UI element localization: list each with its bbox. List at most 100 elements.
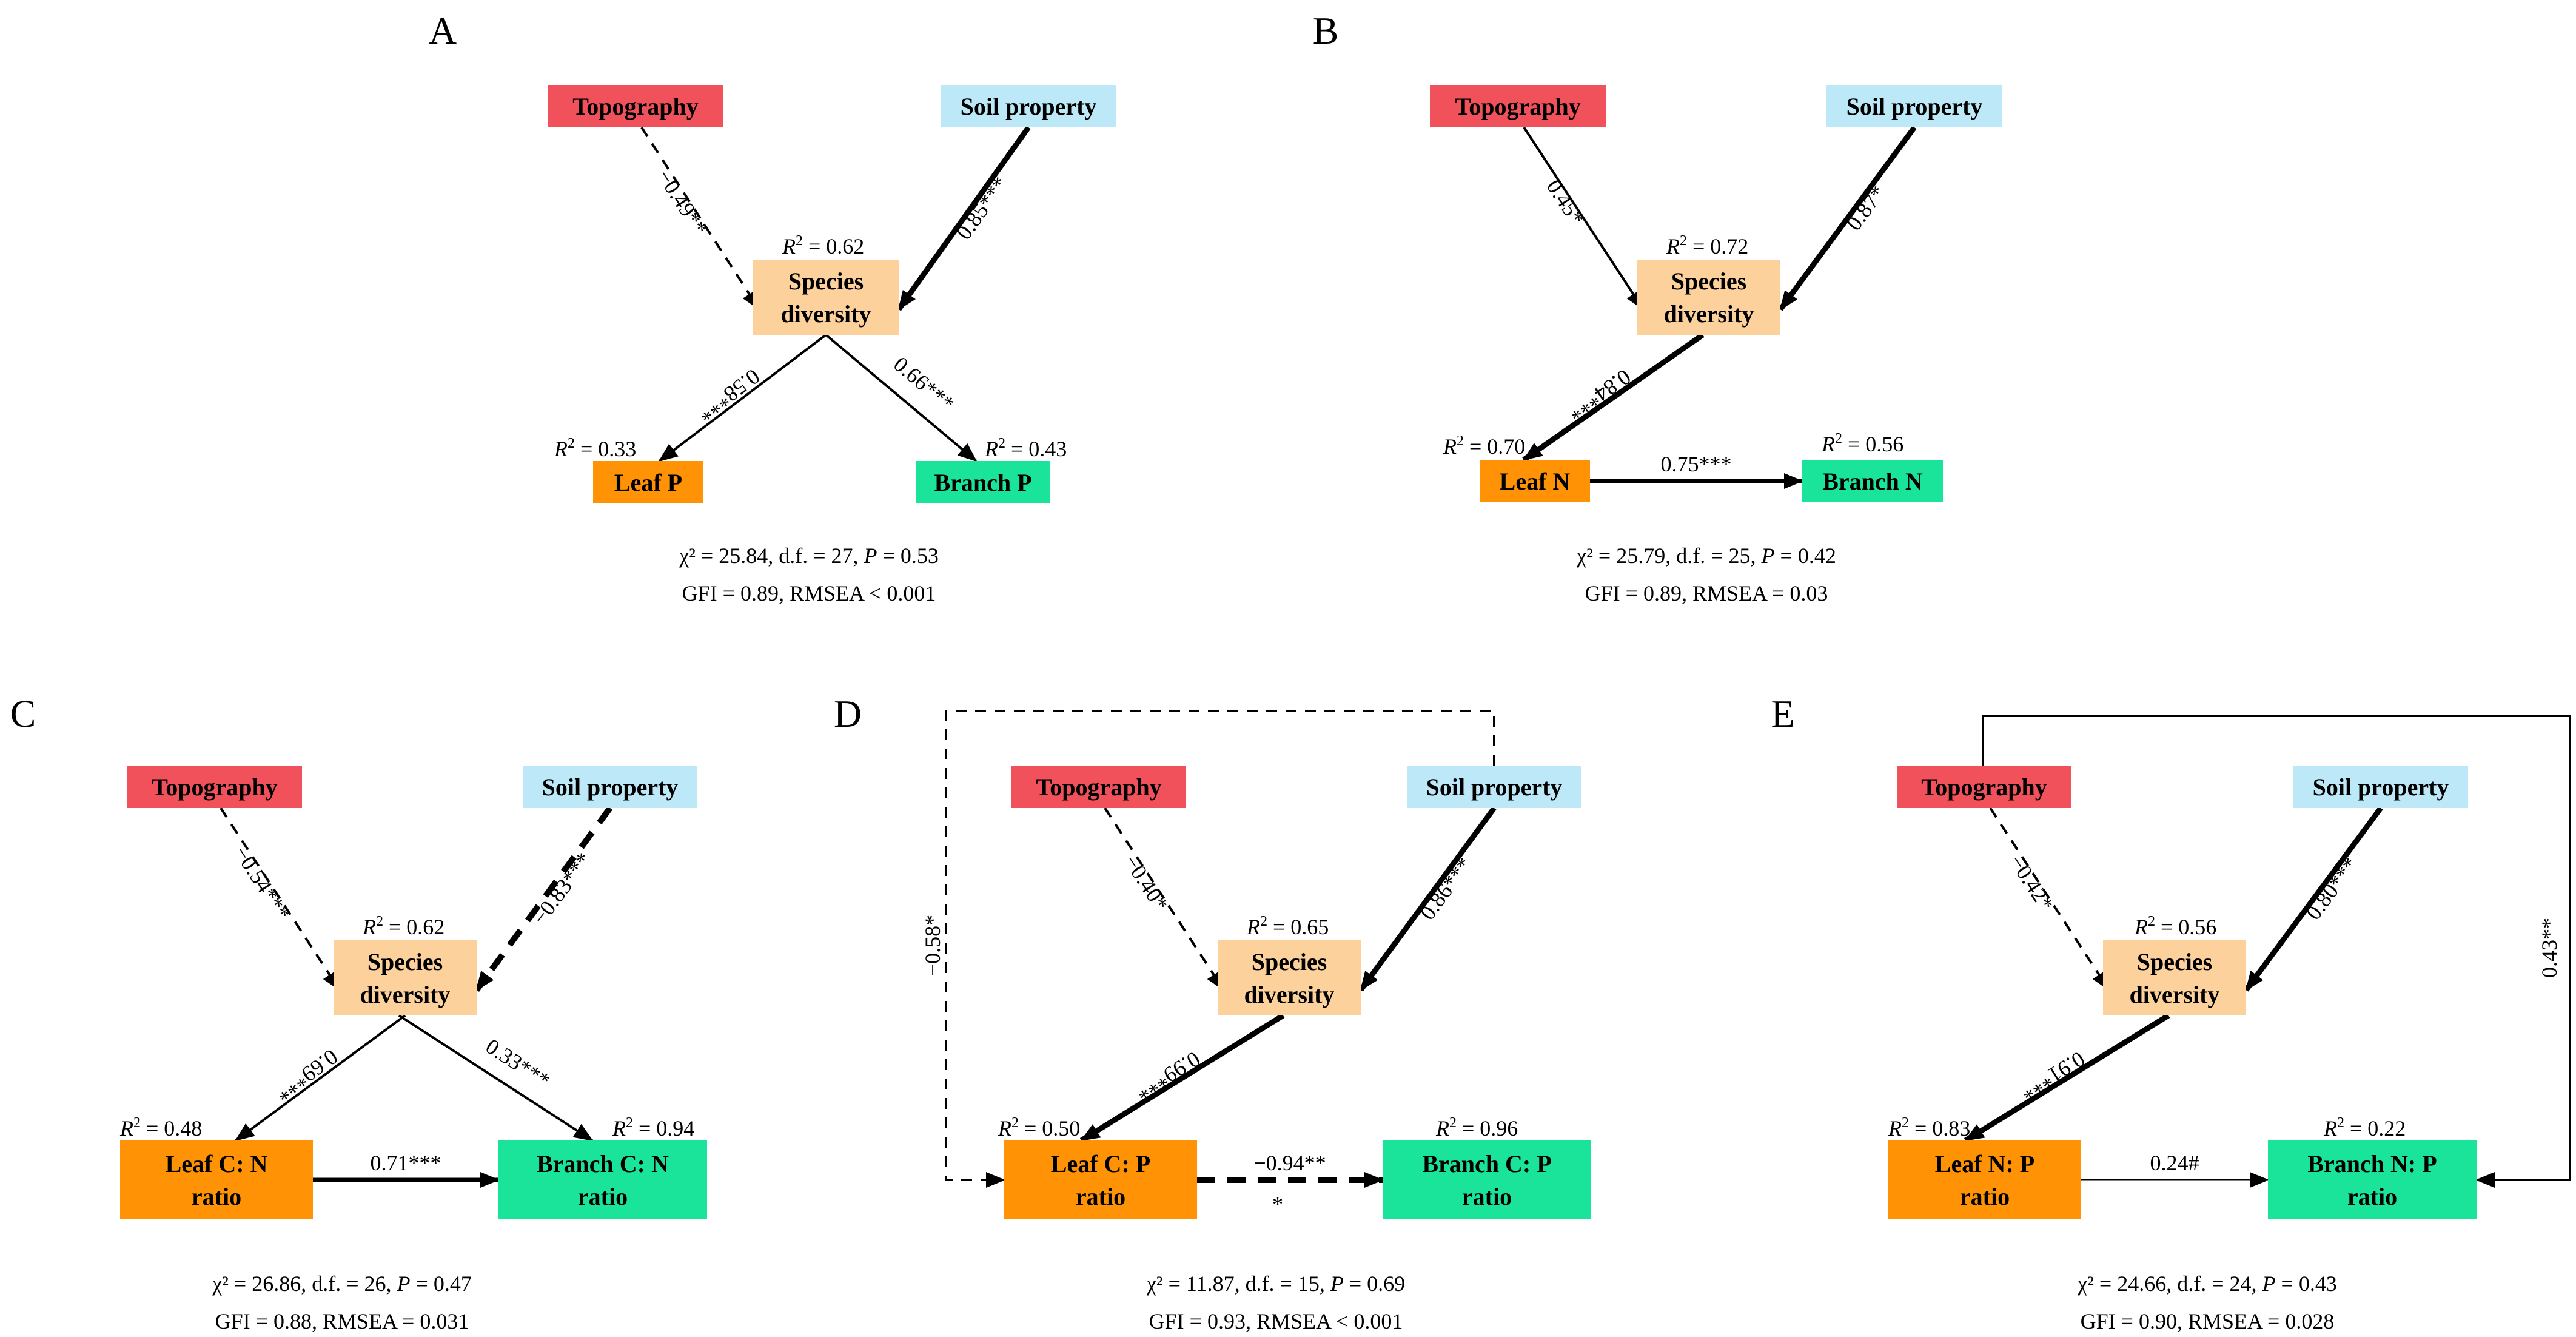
r2-species-diversity: R2 = 0.56 [2134, 914, 2216, 939]
path-soil-species [2244, 806, 2383, 992]
model-fit-gfi: GFI = 0.89, RMSEA < 0.001 [682, 581, 936, 605]
path-topography-species [1989, 807, 2110, 991]
r2-leaf: R2 = 0.83 [1888, 1115, 1970, 1140]
coef-species-leaf: 0.84*** [1563, 365, 1635, 425]
topography-box [548, 85, 723, 127]
path-species-leaf [1522, 332, 1705, 462]
model-fit-chi: χ² = 11.87, d.f. = 15, P = 0.69 [1146, 1271, 1405, 1296]
soil-property-label: Soil property [1426, 773, 1563, 801]
species-diversity-label: Species [1252, 948, 1327, 975]
species-diversity-label: diversity [2130, 981, 2220, 1008]
model-fit-gfi: GFI = 0.93, RMSEA < 0.001 [1149, 1309, 1403, 1333]
species-diversity-label: Species [1671, 268, 1746, 295]
leaf-trait-label: ratio [1076, 1183, 1125, 1210]
species-diversity-label: diversity [360, 981, 451, 1008]
species-diversity-label: Species [788, 268, 864, 295]
species-diversity-box [753, 260, 899, 335]
coef-soil-species: 0.87* [1842, 181, 1890, 235]
soil-property-box [2293, 766, 2468, 808]
path-soil-leaf [945, 710, 1495, 1188]
coef-leaf-branch: 0.71*** [371, 1151, 441, 1175]
species-diversity-label: Species [2137, 948, 2212, 975]
species-diversity-box [334, 940, 477, 1015]
path-topography-species [640, 126, 760, 311]
topography-box [127, 766, 302, 808]
model-fit-chi: χ² = 25.79, d.f. = 25, P = 0.42 [1576, 544, 1836, 568]
path-species-leaf [1079, 1013, 1285, 1143]
branch-trait-label: Branch C: P [1422, 1150, 1551, 1177]
path-soil-species [474, 806, 613, 992]
coef-leaf-branch: 0.24# [2150, 1151, 2199, 1175]
leaf-trait-label: Leaf P [614, 469, 682, 496]
path-species-leaf [235, 1014, 406, 1142]
coef-species-branch: 0.66*** [889, 352, 959, 416]
coef-soil-species: 0.86*** [1415, 853, 1477, 924]
topography-box [1430, 85, 1606, 127]
branch-trait-label: Branch C: N [537, 1150, 669, 1177]
topography-label: Topography [1036, 773, 1162, 801]
topography-label: Topography [152, 773, 278, 801]
r2-species-diversity: R2 = 0.72 [1666, 233, 1748, 258]
coef-topography-species: 0.45* [1542, 175, 1589, 230]
species-diversity-label: diversity [1664, 300, 1754, 328]
branch-trait-label: ratio [1462, 1183, 1512, 1210]
r2-branch: R2 = 0.96 [1435, 1115, 1518, 1140]
model-fit-chi: χ² = 26.86, d.f. = 26, P = 0.47 [212, 1271, 472, 1296]
path-soil-species [1358, 806, 1497, 992]
leaf-trait-label: Leaf C: P [1051, 1150, 1150, 1177]
branch-trait-box [498, 1140, 707, 1219]
branch-trait-box [1802, 460, 1943, 502]
model-fit-gfi: GFI = 0.88, RMSEA = 0.031 [215, 1309, 469, 1333]
r2-species-diversity: R2 = 0.65 [1246, 914, 1329, 939]
branch-trait-label: Branch N [1822, 468, 1923, 495]
leaf-trait-label: Leaf C: N [166, 1150, 268, 1177]
leaf-trait-box [1888, 1140, 2081, 1219]
leaf-trait-label: Leaf N [1500, 468, 1571, 495]
model-fit-gfi: GFI = 0.89, RMSEA = 0.03 [1585, 581, 1828, 605]
branch-trait-label: ratio [2347, 1183, 2397, 1210]
soil-property-label: Soil property [1846, 93, 1983, 120]
path-species-branch [825, 334, 978, 462]
soil-property-box [941, 85, 1116, 127]
species-diversity-label: diversity [1244, 981, 1335, 1008]
coef-soil-leaf: −0.58* [921, 915, 945, 976]
soil-property-box [1407, 766, 1581, 808]
leaf-trait-box [1004, 1140, 1197, 1219]
branch-trait-label: Branch P [934, 469, 1031, 496]
coef-species-branch: 0.33*** [481, 1034, 554, 1093]
coef-leaf-branch-extra: * [1272, 1192, 1283, 1216]
soil-property-label: Soil property [961, 93, 1097, 120]
panel-letter: D [834, 692, 862, 735]
path-soil-species [896, 126, 1031, 311]
model-fit-gfi: GFI = 0.90, RMSEA = 0.028 [2081, 1309, 2335, 1333]
coef-species-leaf: 0.58*** [693, 364, 764, 426]
coef-topography-species: −0.49** [652, 166, 712, 240]
topography-box [1897, 766, 2071, 808]
model-fit-chi: χ² = 24.66, d.f. = 24, P = 0.43 [2077, 1271, 2337, 1296]
coef-leaf-branch: −0.94** [1253, 1151, 1326, 1175]
r2-leaf: R2 = 0.70 [1443, 433, 1525, 459]
path-topography-branch [1982, 715, 2571, 1188]
coef-species-leaf: 0.91*** [2016, 1047, 2090, 1105]
path-topography-species [220, 807, 341, 991]
path-species-branch [398, 1014, 594, 1142]
species-diversity-label: Species [367, 948, 443, 975]
r2-branch: R2 = 0.56 [1821, 431, 1903, 456]
coef-soil-species: 0.85*** [951, 172, 1013, 244]
r2-leaf: R2 = 0.48 [119, 1115, 202, 1140]
coef-topography-species: −0.54*** [229, 841, 295, 924]
r2-leaf: R2 = 0.33 [554, 436, 636, 461]
species-diversity-box [1637, 260, 1780, 335]
soil-property-label: Soil property [542, 773, 679, 801]
r2-branch: R2 = 0.94 [612, 1115, 694, 1140]
coef-species-leaf: 0.69*** [271, 1045, 343, 1106]
model-fit-chi: χ² = 25.84, d.f. = 27, P = 0.53 [679, 544, 939, 568]
branch-trait-box [1383, 1140, 1591, 1219]
r2-branch: R2 = 0.43 [984, 436, 1067, 461]
panel-letter: B [1313, 9, 1339, 52]
panel-letter: C [10, 692, 36, 735]
r2-leaf: R2 = 0.50 [998, 1115, 1080, 1140]
